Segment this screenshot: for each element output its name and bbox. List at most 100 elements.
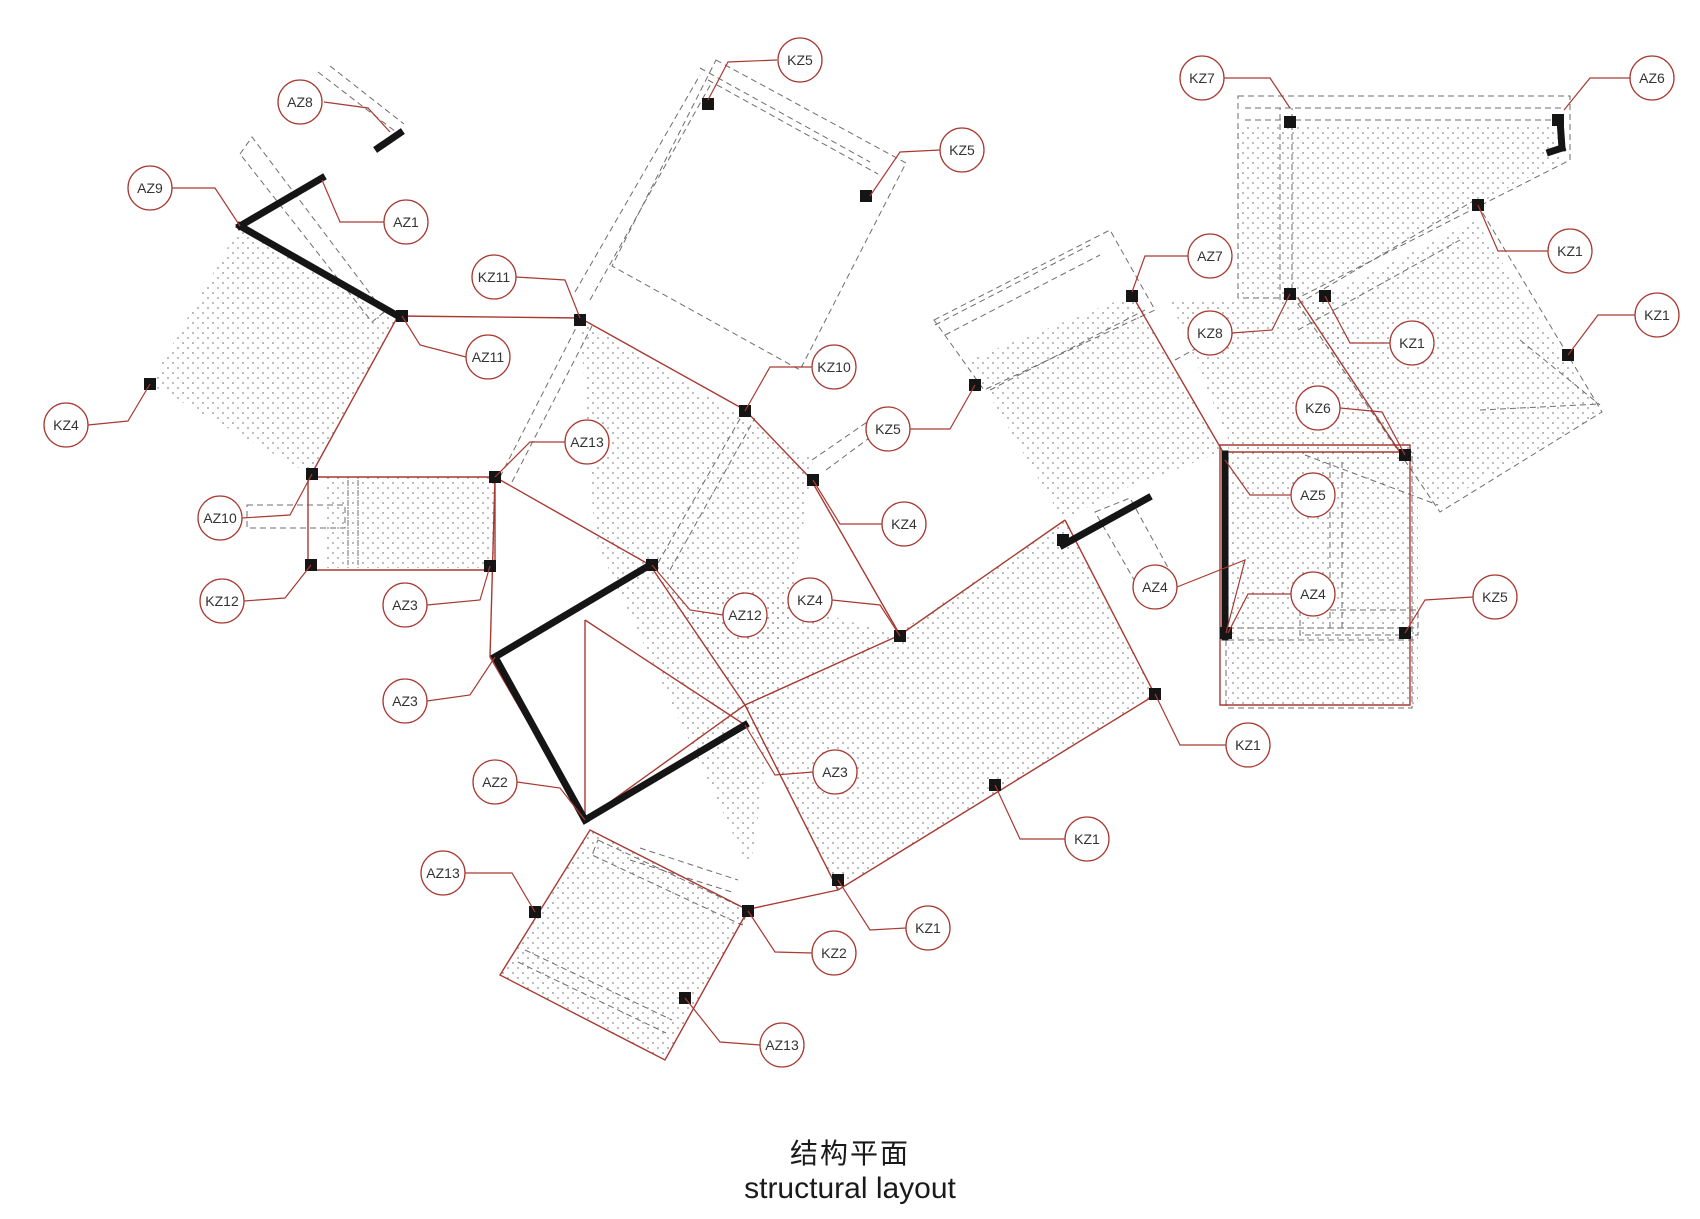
- label-circle: [383, 199, 429, 245]
- label-text: KZ10: [817, 359, 851, 375]
- slab-edge-line: [310, 315, 399, 476]
- label-circle: [1629, 55, 1675, 101]
- component-label: KZ10: [811, 344, 857, 390]
- label-leader-line: [323, 101, 391, 133]
- label-circle: [564, 419, 610, 465]
- label-circle: [471, 254, 517, 300]
- column-marker: [1126, 290, 1138, 302]
- beam-line: [639, 847, 739, 881]
- label-text: AZ11: [472, 349, 505, 365]
- component-label: AZ4: [1132, 564, 1178, 610]
- slab-edge-line: [744, 889, 839, 911]
- beam-outlines: [239, 59, 1603, 1034]
- component-label: KZ12: [199, 578, 245, 624]
- slab-edge-line: [1297, 297, 1406, 461]
- label-leader-line: [812, 479, 882, 525]
- label-leader-line: [515, 276, 581, 319]
- label-circle: [759, 1022, 805, 1068]
- label-text: AZ5: [1300, 487, 1326, 503]
- label-text: AZ8: [287, 94, 313, 110]
- label-circle: [905, 905, 951, 951]
- label-circle: [722, 592, 768, 638]
- slab-edge: [489, 475, 746, 822]
- label-circle: [1290, 571, 1336, 617]
- label-leader-line: [869, 149, 941, 197]
- column-marker: [574, 314, 586, 326]
- label-text: AZ3: [392, 693, 418, 709]
- component-label: AZ1: [383, 199, 429, 245]
- label-leader-line: [684, 997, 761, 1046]
- label-text: AZ3: [822, 764, 848, 780]
- label-text: KZ8: [1197, 325, 1223, 341]
- component-label: KZ1: [1064, 816, 1110, 862]
- label-text: KZ4: [797, 592, 823, 608]
- floor-slab: [968, 295, 1223, 520]
- beam-line: [989, 309, 1146, 391]
- label-leader-line: [465, 872, 536, 913]
- beam-line: [934, 244, 1091, 326]
- beam-outline: [933, 229, 1156, 391]
- beam-line: [329, 65, 405, 125]
- beam-line: [944, 254, 1101, 336]
- label-circle: [812, 749, 858, 795]
- label-text: AZ13: [426, 865, 460, 881]
- label-leader-line: [747, 910, 813, 954]
- label-leader-line: [243, 564, 312, 602]
- beam-outline: [591, 839, 749, 926]
- slab-edge-line: [579, 317, 746, 411]
- component-label: AZ13: [564, 419, 610, 465]
- label-text: KZ4: [891, 516, 917, 532]
- label-text: KZ12: [205, 593, 239, 609]
- slab-edge-line: [584, 619, 746, 726]
- label-circle: [472, 759, 518, 805]
- floor-slab: [1298, 220, 1600, 505]
- beam-outline: [1299, 609, 1419, 636]
- label-text: KZ5: [1482, 589, 1508, 605]
- label-leader-line: [401, 315, 467, 358]
- label-circle: [1064, 816, 1110, 862]
- caption-title-chinese: 结构平面: [789, 1137, 910, 1170]
- shear-walls: [235, 116, 1567, 825]
- component-label: KZ7: [1179, 55, 1225, 101]
- slab-edge-line: [1064, 519, 1156, 696]
- label-text: AZ4: [1142, 579, 1168, 595]
- label-circle: [277, 79, 323, 125]
- floor-slab: [325, 477, 495, 568]
- beam-outline: [246, 504, 346, 529]
- label-leader-line: [1563, 77, 1630, 111]
- label-leader-line: [1567, 314, 1635, 356]
- shear-wall: [235, 173, 327, 231]
- component-label: KZ1: [1225, 722, 1271, 768]
- beam-line: [669, 417, 756, 571]
- component-label: AZ10: [197, 495, 243, 541]
- floor-slab: [500, 830, 748, 1060]
- label-text: KZ1: [915, 920, 941, 936]
- beam-line: [1519, 339, 1601, 406]
- label-circle: [420, 850, 466, 896]
- beam-line: [707, 79, 879, 175]
- label-circle: [1225, 722, 1271, 768]
- shear-wall: [580, 720, 750, 825]
- label-text: AZ6: [1639, 70, 1665, 86]
- label-circle: [1389, 320, 1435, 366]
- label-text: KZ1: [1644, 307, 1670, 323]
- label-leader-line: [1339, 407, 1406, 456]
- component-label: KZ2: [811, 930, 857, 976]
- component-label: KZ4: [43, 402, 89, 448]
- label-text: KZ1: [1074, 831, 1100, 847]
- shear-wall: [235, 221, 403, 321]
- beam-line: [317, 71, 397, 133]
- component-label: AZ13: [759, 1022, 805, 1068]
- label-circle: [811, 930, 857, 976]
- label-circle: [382, 678, 428, 724]
- floor-slab: [1238, 125, 1562, 298]
- floor-slab: [650, 520, 1155, 890]
- label-circle: [1472, 574, 1518, 620]
- label-text: KZ5: [949, 142, 975, 158]
- label-leader-line: [87, 383, 151, 426]
- label-circle: [939, 127, 985, 173]
- component-label: KZ6: [1295, 385, 1341, 431]
- label-text: AZ7: [1197, 248, 1223, 264]
- component-label: AZ11: [465, 334, 511, 380]
- beam-outline: [1297, 199, 1603, 513]
